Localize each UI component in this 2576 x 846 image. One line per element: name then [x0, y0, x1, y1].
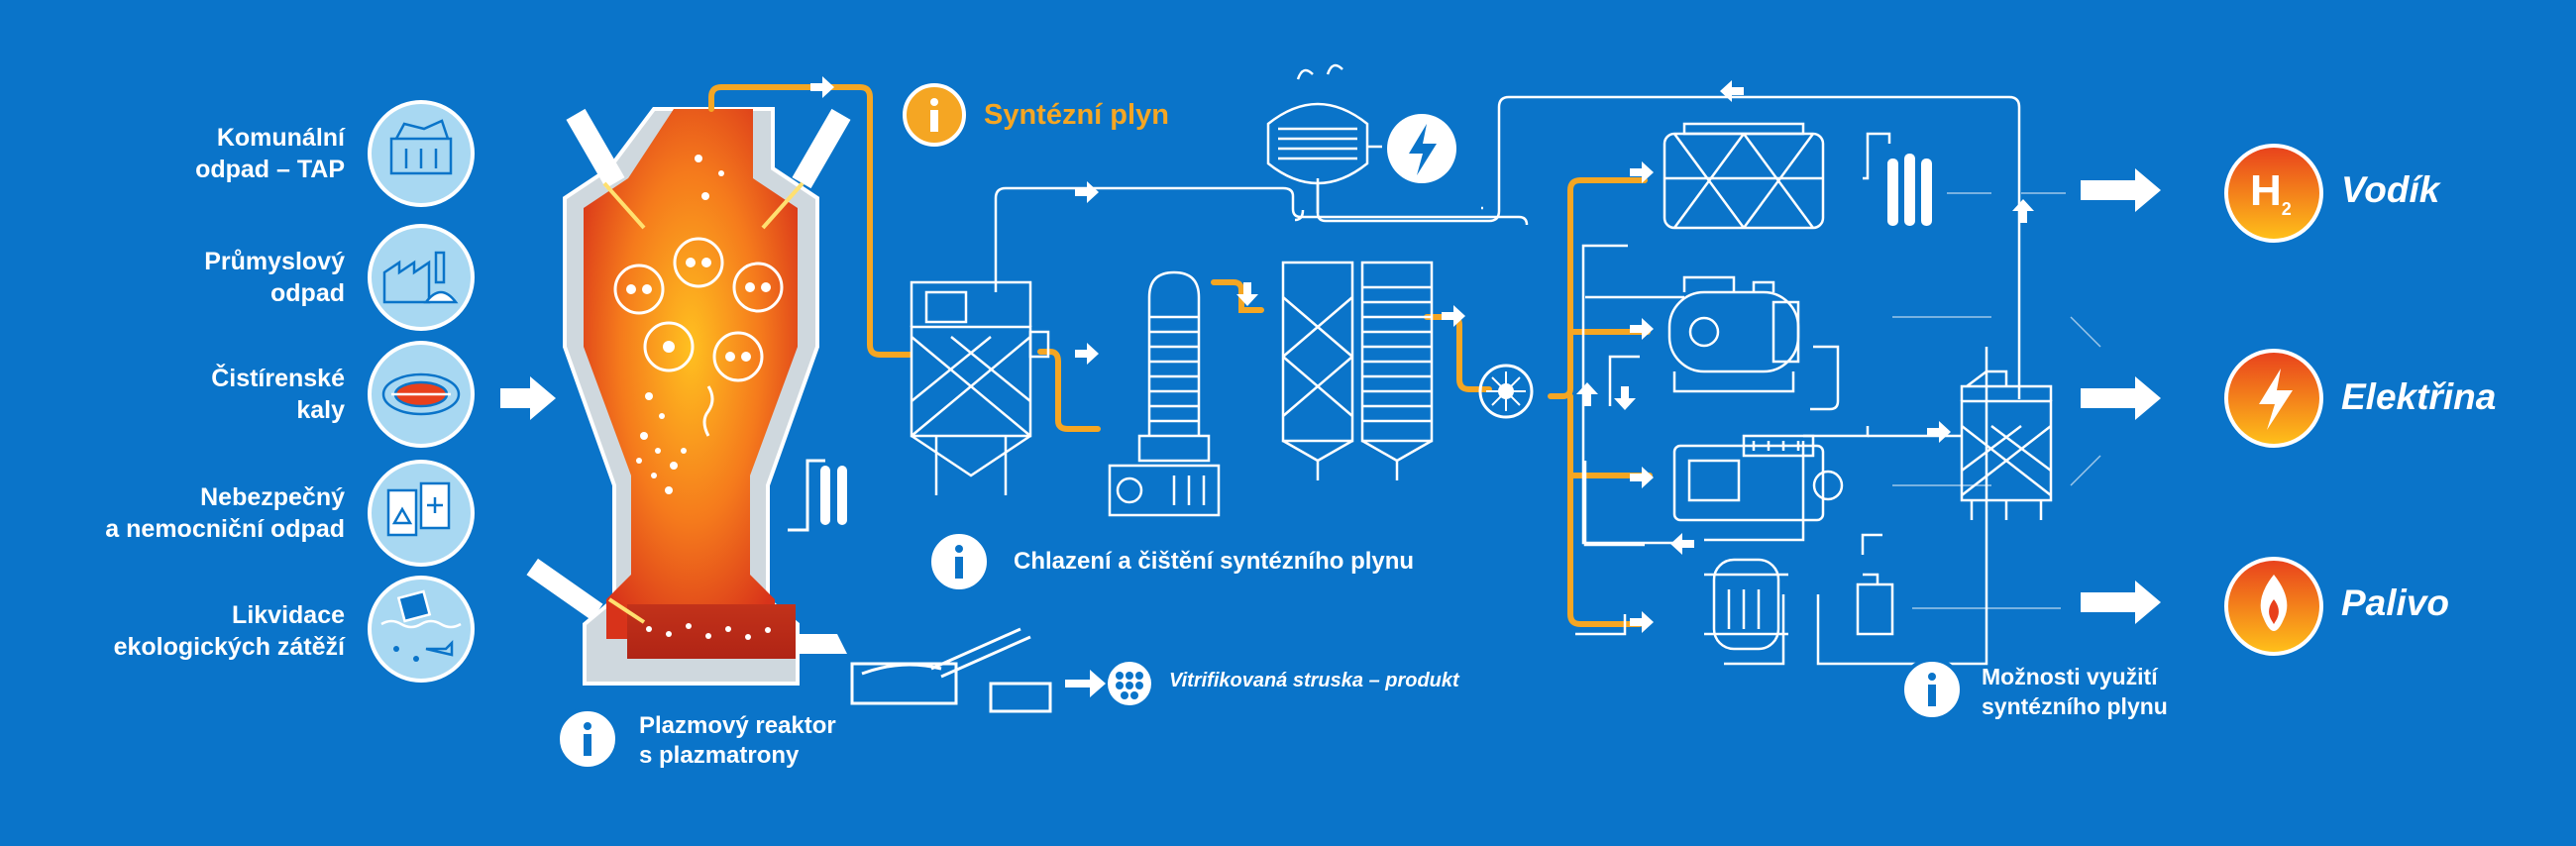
syngas-label: Syntézní plyn: [984, 99, 1169, 131]
output-label-electricity: Elektřina: [2341, 376, 2497, 417]
output-label-fuel: Palivo: [2341, 582, 2449, 623]
input-label-industrial: Průmyslový odpad: [48, 246, 345, 309]
gas-turbine-unit: [1667, 275, 1800, 393]
input-label-line2: odpad: [270, 279, 345, 307]
input-label-ecological: Likvidace ekologických zátěží: [48, 599, 345, 663]
input-label-sludge: Čistírenské kaly: [48, 363, 345, 426]
usage-label-line2: syntézního plynu: [1982, 693, 2168, 719]
polluted-water-icon: [368, 576, 475, 683]
trash-container-icon: [368, 100, 475, 207]
plasma-reactor: [526, 107, 851, 686]
output-arrows: [2081, 168, 2161, 624]
input-label-line1: Průmyslový: [204, 248, 345, 275]
reactor-label-line2: s plazmatrony: [639, 742, 800, 769]
flame-icon: [2224, 557, 2323, 656]
lightning-icon: [2224, 349, 2323, 448]
hazardous-barrels-icon: [368, 460, 475, 567]
filter-columns: [1281, 261, 1434, 480]
flow-arrows: [810, 76, 2034, 633]
syngas-pipe: [708, 84, 1653, 627]
input-label-line2: odpad – TAP: [195, 156, 345, 183]
molecule-icons: [613, 237, 784, 382]
gas-bottles: [1887, 154, 1932, 226]
fuel-canister: [1856, 573, 1894, 636]
reactor-label: Plazmový reaktor s plazmatrony: [639, 711, 836, 771]
input-label-line1: Nebezpečný: [200, 483, 345, 511]
input-label-line2: a nemocniční odpad: [105, 515, 345, 543]
electricity-icon-top: [1387, 114, 1456, 183]
input-label-line2: ekologických zátěží: [113, 633, 345, 661]
compressor-icon: [1478, 364, 1534, 419]
final-separator: [1960, 370, 2053, 520]
hydrogen-symbol-subscript: 2: [2281, 198, 2292, 219]
hydrogen-icon: [2224, 144, 2323, 243]
input-label-line2: kaly: [296, 396, 345, 424]
input-label-line1: Komunální: [216, 124, 345, 152]
slag-label: Vitrifikovaná struska – produkt: [1169, 670, 1459, 691]
usage-info-icon[interactable]: [1900, 658, 1964, 721]
output-label-hydrogen: Vodík: [2341, 169, 2440, 210]
input-label-hazardous: Nebezpečný a nemocniční odpad: [48, 481, 345, 545]
process-piping: [994, 95, 2021, 666]
hydrogen-symbol-letter: H: [2250, 166, 2282, 215]
reactor-particles: [636, 155, 771, 640]
cooling-info-icon[interactable]: [927, 530, 991, 593]
input-label-municipal: Komunální odpad – TAP: [48, 122, 345, 185]
scrubber-tower: [1108, 270, 1221, 517]
plasma-torch-top-left: [566, 108, 646, 230]
reactor-info-icon[interactable]: [556, 707, 619, 771]
cyclone-separator: [910, 280, 1050, 495]
reactor-label-line1: Plazmový reaktor: [639, 712, 836, 739]
input-label-line1: Likvidace: [232, 601, 345, 629]
cooling-label: Chlazení a čištění syntézního plynu: [1014, 548, 1415, 575]
usage-label: Možnosti využití syntézního plynu: [1982, 662, 2168, 721]
input-icons: [368, 100, 475, 683]
gas-engine-generator: [1672, 434, 1844, 522]
syngas-info-icon[interactable]: [903, 83, 966, 147]
guide-lines: [1892, 192, 2101, 609]
fuel-reactor: [1704, 558, 1788, 651]
input-arrow-icon: [500, 376, 556, 420]
heat-exchanger-top: [1266, 63, 1382, 213]
factory-icon: [368, 224, 475, 331]
slag-conveyor: [850, 627, 1106, 713]
hydrogen-symbol: H2: [2250, 166, 2292, 220]
plasma-torch-bottom: [526, 558, 646, 624]
plasma-torch-top-right: [761, 108, 851, 230]
usage-label-line1: Možnosti využití: [1982, 664, 2158, 689]
input-label-line1: Čistírenské: [211, 365, 345, 392]
hydrogen-separation-unit: [1663, 122, 1825, 230]
slag-product-icon: [1108, 662, 1151, 705]
sludge-tank-icon: [368, 341, 475, 448]
